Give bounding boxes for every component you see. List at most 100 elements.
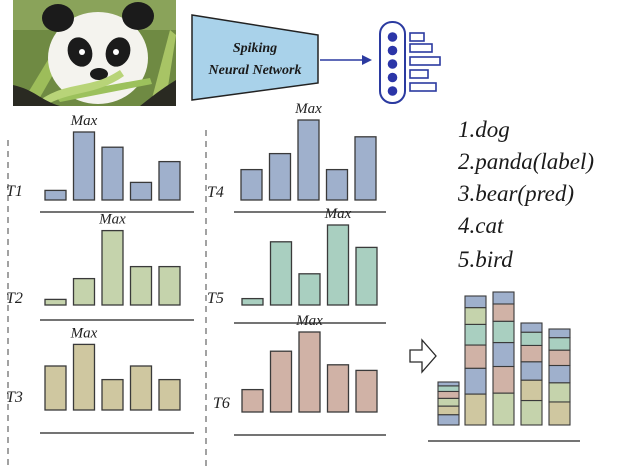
ranking-item-1: 1.dog [458, 117, 510, 142]
stacked-segment [520, 331, 543, 346]
spike-count-bar [101, 146, 124, 201]
spike-count-bar [269, 241, 293, 306]
spike-count-bar [355, 246, 378, 306]
spike-count-bar [44, 365, 67, 411]
time-step-label: T2 [6, 290, 23, 307]
stacked-segment [492, 320, 515, 344]
time-step-label: T6 [213, 395, 230, 412]
time-step-label: T3 [6, 389, 23, 406]
spike-count-bar [354, 136, 377, 201]
panel-t1: T1 Max [6, 113, 194, 213]
stacked-segment [492, 291, 515, 305]
output-neuron [387, 86, 398, 96]
spike-count-bar [72, 343, 96, 411]
spike-count-bar [326, 364, 350, 413]
stacked-segment [520, 379, 543, 402]
stacked-segment [464, 295, 487, 309]
spike-count-bar [101, 378, 124, 411]
panel-t5: T5 Max [207, 206, 386, 324]
stacked-segment [548, 382, 571, 403]
stacked-segment [492, 303, 515, 322]
output-neuron [387, 32, 398, 42]
stacked-segment [492, 341, 515, 368]
panel-t2: T2 Max [6, 212, 194, 321]
stacked-segment [437, 385, 460, 393]
accumulated-stacked-bars [437, 291, 571, 426]
max-label: Max [295, 313, 323, 329]
spiking-neural-network-block: Spiking Neural Network [191, 14, 319, 101]
spike-count-bar [129, 181, 153, 201]
max-label: Max [70, 113, 98, 129]
spike-count-bar [298, 331, 321, 413]
stacked-segment [437, 390, 460, 399]
max-label: Max [70, 325, 98, 341]
spike-count-bar [241, 388, 264, 413]
stacked-segment [520, 399, 543, 426]
stacked-segment [437, 381, 460, 387]
spike-count-bar [101, 229, 124, 306]
output-layer [379, 21, 406, 104]
output-neuron [387, 59, 398, 69]
spike-count-bar [158, 265, 181, 306]
spike-count-bar [269, 350, 293, 413]
spike-count-bar [44, 298, 67, 306]
time-step-label: T4 [207, 184, 224, 201]
spike-count-bar [158, 160, 181, 201]
spike-count-bar [72, 277, 96, 306]
output-neuron [387, 45, 398, 56]
stacked-segment [520, 344, 543, 363]
output-neuron [387, 72, 398, 83]
spike-count-bar [298, 273, 321, 306]
spike-count-bar [44, 189, 67, 201]
stacked-segment [464, 344, 487, 369]
max-label: Max [324, 206, 352, 222]
stacked-segment [464, 367, 487, 395]
stacked-segment [548, 337, 571, 351]
spike-count-bar [129, 265, 153, 306]
max-label: Max [294, 101, 322, 117]
network-label-line2: Neural Network [208, 63, 302, 78]
spike-count-bar [297, 119, 320, 201]
panel-t6: T6 Max [213, 313, 386, 436]
ranking-item-4: 4.cat [458, 213, 504, 238]
spike-count-bar [325, 168, 349, 201]
stacked-segment [464, 307, 487, 325]
stacked-segment [437, 405, 460, 416]
network-output-arrow [320, 55, 372, 65]
panel-t4: T4 Max [207, 101, 386, 213]
stacked-segment [520, 361, 543, 381]
stacked-segment [548, 328, 571, 339]
stacked-segment [548, 401, 571, 426]
spike-count-bar [129, 365, 153, 411]
stacked-segment [464, 323, 487, 346]
spike-count-bar [72, 131, 96, 201]
max-label: Max [98, 212, 126, 228]
network-label-line1: Spiking [233, 41, 277, 56]
stacked-segment [492, 365, 515, 394]
spike-count-bar [326, 224, 350, 306]
stacked-segment [437, 414, 460, 426]
stacked-segment [548, 364, 571, 384]
accumulate-arrow-icon [409, 338, 437, 374]
panda-photo [13, 0, 176, 106]
stacked-segment [437, 397, 460, 407]
panel-t3: T3 Max [6, 325, 194, 434]
stacked-segment [464, 393, 487, 426]
spike-count-bar [241, 297, 264, 306]
spike-count-bar [240, 168, 263, 201]
time-step-label: T1 [6, 183, 23, 200]
spike-count-bar [268, 152, 292, 201]
spike-count-bar [158, 378, 181, 411]
ranking-item-3: 3.bear(pred) [457, 181, 574, 206]
ranking-item-2: 2.panda(label) [458, 149, 594, 174]
output-histogram [409, 32, 441, 92]
class-ranking: 1.dog 2.panda(label) 3.bear(pred) 4.cat … [457, 117, 594, 272]
time-step-label: T5 [207, 290, 224, 307]
stacked-segment [492, 392, 515, 426]
stacked-segment [520, 322, 543, 333]
stacked-segment [548, 349, 571, 367]
spike-count-bar [355, 369, 378, 413]
ranking-item-5: 5.bird [458, 247, 513, 272]
